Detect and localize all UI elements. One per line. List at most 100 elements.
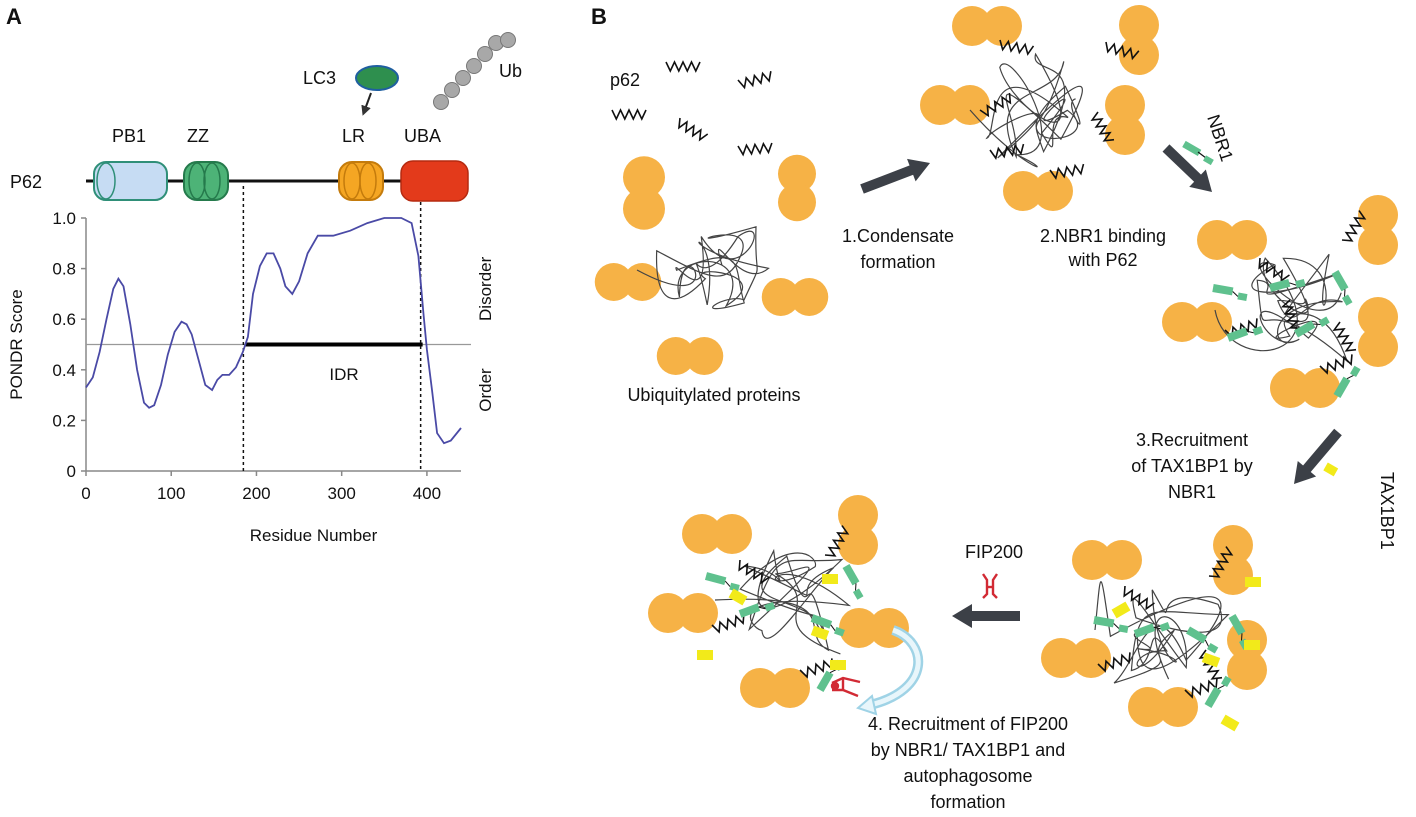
x-tick-label: 100 <box>157 484 185 503</box>
p62-spring <box>738 559 770 585</box>
condensate-clusters <box>594 5 1398 732</box>
nbr1-linker <box>1232 291 1239 297</box>
arrow-step2 <box>1162 144 1212 192</box>
step1-line1: 1.Condensate <box>842 226 954 246</box>
p62-spring <box>1280 299 1301 329</box>
ubiquitin-bead <box>740 668 780 708</box>
nbr1-linker <box>1313 323 1321 325</box>
ubiquitin-bead <box>1102 540 1142 580</box>
ubiquitin-bead <box>838 495 878 535</box>
tax1bp1-molecule <box>822 574 838 584</box>
nbr1-molecule <box>738 602 776 618</box>
nbr1-body <box>1186 626 1208 644</box>
ubiquitin-bead <box>838 525 878 565</box>
y-tick-label: 0.2 <box>52 411 76 430</box>
nbr1-body <box>816 670 834 692</box>
step4-line3: autophagosome <box>903 766 1032 786</box>
p62-spring <box>1049 163 1085 180</box>
y-tick-label: 0.4 <box>52 361 76 380</box>
nbr1-linker <box>1204 639 1209 647</box>
ubiquitin-bead <box>790 278 829 316</box>
nbr1-head <box>1159 622 1171 632</box>
process-arrows <box>860 144 1342 628</box>
nbr1-molecule <box>1268 278 1306 292</box>
nbr1-linker <box>758 606 766 610</box>
tax1bp1-molecule <box>697 650 713 660</box>
nbr1-head <box>1318 316 1330 328</box>
nbr1-linker <box>1246 330 1254 334</box>
p62-spring <box>1319 354 1353 375</box>
ubiquitylated-label: Ubiquitylated proteins <box>627 385 800 405</box>
autophagosome-arrowhead <box>856 694 878 716</box>
tax1bp1-molecule <box>1201 652 1221 668</box>
nbr1-label: NBR1 <box>1203 112 1237 164</box>
p62-spring <box>1208 546 1234 578</box>
uba-domain-icon <box>400 160 469 202</box>
ubiquitin-bead <box>712 514 752 554</box>
nbr1-body <box>1204 686 1222 708</box>
pb1-domain-icon <box>93 161 168 201</box>
ubiquitin-bead <box>623 263 662 301</box>
nbr1-body <box>1268 278 1291 292</box>
free-p62-springs <box>611 60 773 157</box>
p62-spring <box>999 39 1035 56</box>
ubiquitin-bead <box>770 668 810 708</box>
ubiquitin-bead <box>1158 687 1198 727</box>
nbr1-body <box>1228 614 1246 636</box>
p62-spring <box>799 658 833 679</box>
nbr1-molecule <box>810 614 845 637</box>
p62-spring <box>979 92 1012 118</box>
ubiquitin-bead <box>1358 225 1398 265</box>
lr-label: LR <box>342 126 365 146</box>
ubiquitin-bead <box>1071 638 1111 678</box>
cluster-nbr1-bound <box>1162 195 1398 408</box>
nbr1-body <box>1333 376 1351 398</box>
nbr1-head <box>729 582 740 592</box>
ubiquitylated-chain <box>714 548 852 655</box>
ubiquitin-bead <box>623 187 665 230</box>
p62-spring <box>665 60 701 73</box>
ubiquitin-bead <box>982 6 1022 46</box>
nbr1-head <box>1350 365 1361 377</box>
bound-fip200-icon <box>830 676 861 698</box>
nbr1-molecule <box>1133 622 1171 638</box>
ubiquitin-bead <box>1227 650 1267 690</box>
arrow-shaft <box>968 611 1020 621</box>
nbr1-body <box>1226 327 1249 342</box>
ubiquitin-bead <box>952 6 992 46</box>
nbr1-body <box>1212 284 1234 296</box>
fip200-label: FIP200 <box>965 542 1023 562</box>
nbr1-body <box>810 614 833 629</box>
x-axis-label: Residue Number <box>250 526 378 545</box>
nbr1-head <box>834 626 845 637</box>
lc3-icon <box>355 65 399 91</box>
nbr1-body <box>1331 270 1349 292</box>
p62-spring <box>711 613 745 634</box>
ubiquitin-bead <box>1358 195 1398 235</box>
panel-b-label: B <box>591 4 607 29</box>
pondr-series-line <box>85 217 462 445</box>
p62-spring <box>989 143 1025 160</box>
lr-domain-icon <box>338 161 384 201</box>
nbr1-body <box>738 603 761 618</box>
free-tax1bp1-icon <box>1323 462 1339 477</box>
arrow-step4 <box>952 604 1020 628</box>
p62-spring <box>737 71 772 90</box>
cluster-tax1bp1-recruited <box>1041 525 1267 732</box>
y-tick-label: 0.6 <box>52 310 76 329</box>
panel-a-label: A <box>6 4 22 29</box>
p62-label: p62 <box>610 70 640 90</box>
ubiquitylated-chain <box>1214 253 1349 363</box>
step2-line2: with P62 <box>1067 250 1137 270</box>
arrow-step1 <box>860 158 931 194</box>
p62-spring <box>1097 652 1131 673</box>
x-tick-label: 400 <box>413 484 441 503</box>
nbr1-linker <box>855 583 857 591</box>
nbr1-head <box>1237 292 1248 301</box>
nbr1-head <box>1221 675 1232 687</box>
nbr1-molecule <box>1226 326 1264 342</box>
nbr1-body <box>842 564 860 586</box>
ubiquitin-bead <box>678 593 718 633</box>
